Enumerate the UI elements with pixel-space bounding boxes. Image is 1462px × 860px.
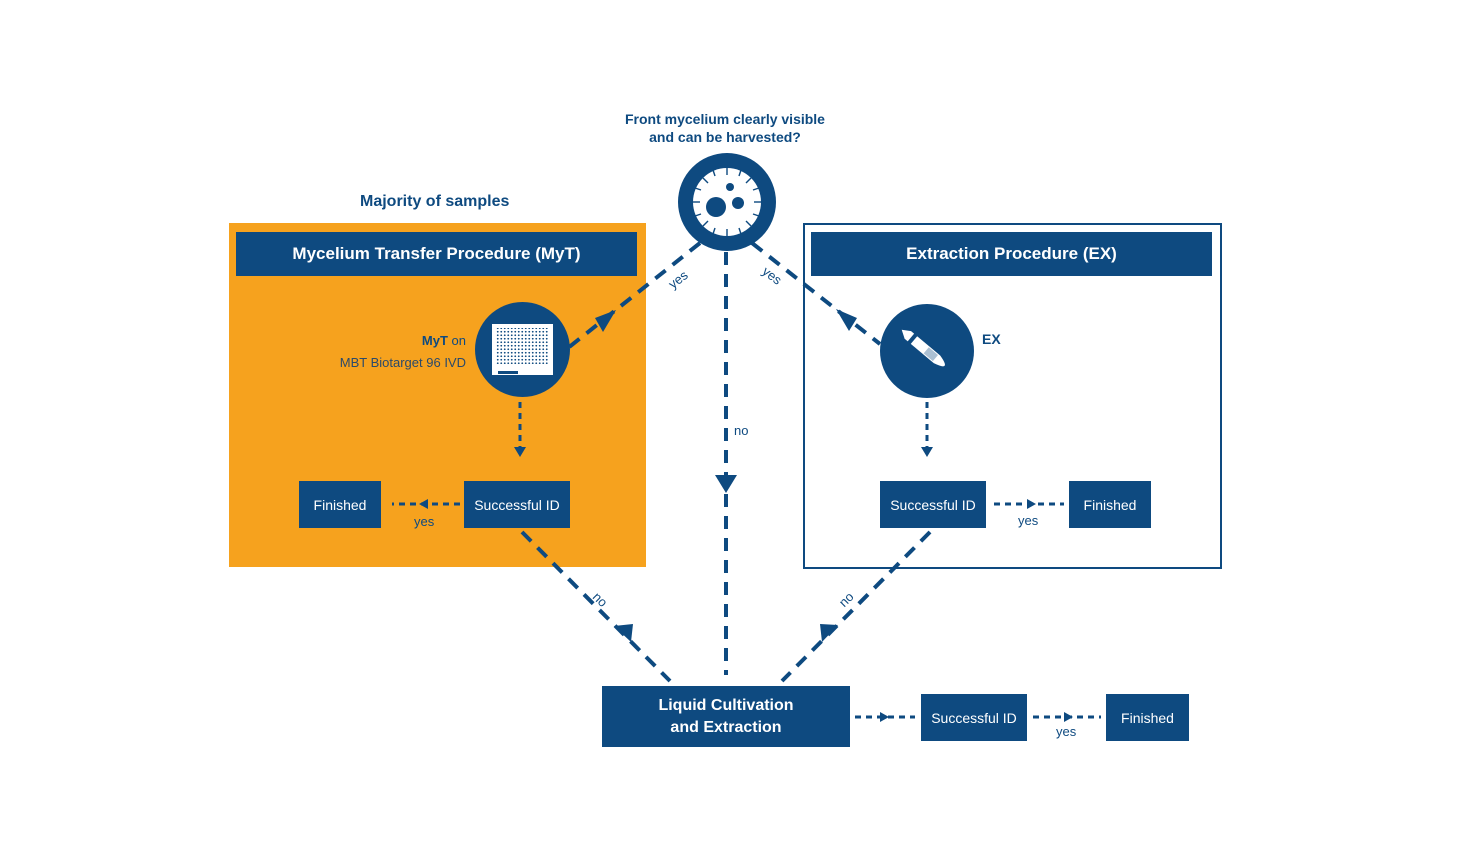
myt-title: Mycelium Transfer Procedure (MyT) bbox=[236, 232, 637, 276]
question-line-1: Front mycelium clearly visible bbox=[625, 111, 825, 127]
liquid-yes-label: yes bbox=[1056, 724, 1077, 739]
myt-yes-label: yes bbox=[414, 514, 435, 529]
majority-label: Majority of samples bbox=[360, 193, 510, 210]
edge-label-no-center: no bbox=[734, 423, 749, 438]
edge-yes-right bbox=[750, 241, 882, 346]
arrow-myt-finished bbox=[419, 499, 428, 509]
ex-success-box: Successful ID bbox=[880, 481, 986, 528]
ex-finished-box: Finished bbox=[1069, 481, 1151, 528]
pipette-icon bbox=[880, 304, 974, 398]
ex-yes-label: yes bbox=[1018, 513, 1039, 528]
liquid-cultivation-box: Liquid Cultivation and Extraction bbox=[602, 686, 850, 747]
ex-panel bbox=[803, 223, 1222, 569]
myt-target-label: MBT Biotarget 96 IVD bbox=[339, 355, 466, 370]
question-line-2: and can be harvested? bbox=[649, 129, 801, 145]
liquid-line-2: and Extraction bbox=[670, 718, 782, 736]
arrow-liquid-success bbox=[880, 712, 889, 722]
arrow-ex-finished bbox=[1027, 499, 1036, 509]
myt-panel bbox=[229, 223, 646, 567]
liquid-line-1: Liquid Cultivation bbox=[658, 696, 794, 714]
ex-method-label: EX bbox=[982, 331, 1001, 347]
question-text: Front mycelium clearly visible and can b… bbox=[600, 110, 850, 146]
arrow-myt-success bbox=[514, 447, 526, 457]
arrow-ex-success bbox=[921, 447, 933, 457]
arrow-yes-right bbox=[836, 309, 857, 331]
arrow-no-center bbox=[715, 475, 737, 493]
ex-title: Extraction Procedure (EX) bbox=[811, 232, 1212, 276]
edge-yes-left bbox=[566, 241, 702, 350]
arrow-no-right bbox=[820, 624, 838, 642]
myt-method-suffix: on bbox=[447, 333, 466, 348]
liquid-finished-box: Finished bbox=[1106, 694, 1189, 741]
liquid-success-box: Successful ID bbox=[921, 694, 1027, 741]
edge-no-right bbox=[780, 530, 932, 683]
myt-success-box: Successful ID bbox=[464, 481, 570, 528]
myt-finished-box: Finished bbox=[299, 481, 381, 528]
arrow-no-left bbox=[614, 624, 633, 642]
arrow-liquid-finished bbox=[1064, 712, 1073, 722]
mycelium-dish-icon bbox=[678, 153, 776, 251]
myt-method-label: MyT on MBT Biotarget 96 IVD bbox=[300, 330, 466, 374]
arrow-yes-left bbox=[595, 310, 616, 332]
target-plate-icon bbox=[475, 302, 570, 397]
myt-method-bold: MyT bbox=[421, 333, 448, 348]
